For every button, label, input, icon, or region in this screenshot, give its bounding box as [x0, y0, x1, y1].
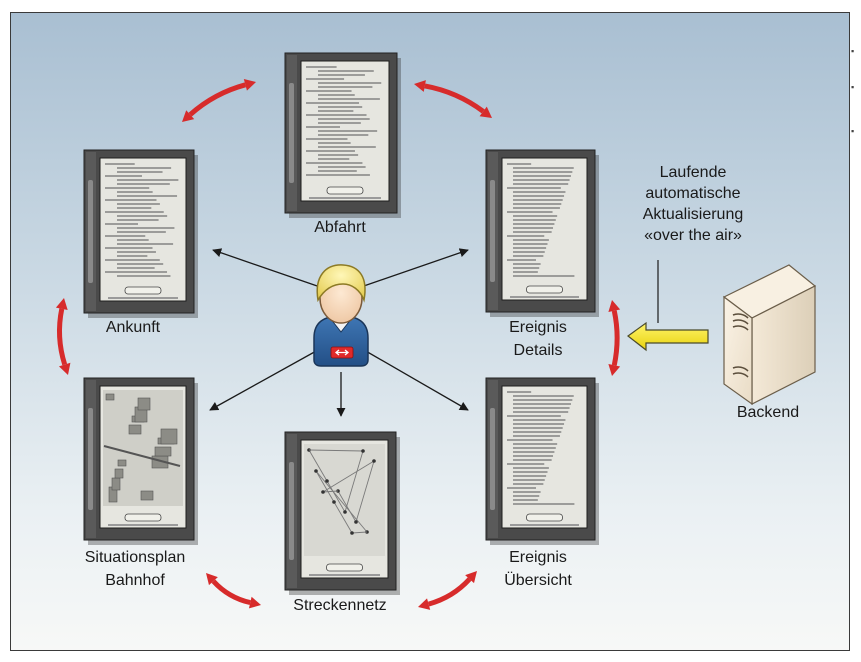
label-ereignis-uebersicht: Ereignis Übersicht	[504, 549, 572, 589]
diagram-panel	[10, 12, 850, 651]
label-ankunft: Ankunft	[105, 319, 161, 336]
label-abfahrt: Abfahrt	[314, 219, 366, 236]
spoke-arrow	[212, 248, 324, 289]
device-ankunft	[83, 149, 198, 318]
red-double-arrow	[418, 571, 477, 610]
device-ereignis-uebersicht	[485, 377, 599, 545]
edge-fragment: ▪	[851, 126, 855, 136]
red-double-arrow	[182, 79, 256, 122]
spoke-arrow	[363, 349, 469, 411]
device-situationsplan	[83, 377, 198, 545]
spoke-arrow	[357, 248, 469, 289]
label-streckennetz: Streckennetz	[293, 597, 387, 614]
label-backend: Backend	[736, 404, 800, 421]
spoke-arrows-layer	[209, 248, 469, 417]
edge-fragment: ▪	[851, 46, 855, 56]
devices-layer	[83, 52, 599, 595]
device-ereignis-details	[485, 149, 599, 317]
label-ereignis-details: Ereignis Details	[509, 319, 567, 359]
server-tower-icon	[722, 264, 817, 406]
label-update-over-the-air: Laufende automatische Aktualisierung «ov…	[642, 164, 744, 244]
edge-fragment: ▪	[851, 82, 855, 92]
red-double-arrow	[55, 298, 71, 375]
red-double-arrow	[414, 80, 492, 118]
device-streckennetz	[284, 431, 400, 595]
transition-arrows-layer	[55, 79, 621, 610]
spoke-arrow	[209, 349, 319, 411]
red-double-arrow	[206, 573, 261, 609]
red-double-arrow	[608, 300, 621, 376]
user-avatar-icon	[313, 264, 369, 367]
label-situationsplan-bahnhof: Situationsplan Bahnhof	[84, 549, 186, 589]
device-abfahrt	[284, 52, 401, 218]
update-arrow-icon	[626, 260, 709, 352]
